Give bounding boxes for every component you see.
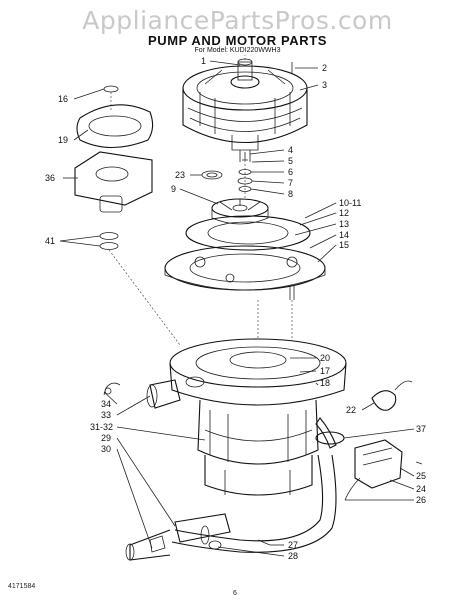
callout-16: 16 <box>58 94 68 104</box>
callout-13: 13 <box>339 219 349 229</box>
callout-18: 18 <box>320 378 330 388</box>
pump-housing <box>146 338 347 496</box>
callout-3: 3 <box>322 80 327 90</box>
callout-26: 26 <box>416 495 426 505</box>
callout-20: 20 <box>320 353 330 363</box>
callout-14: 14 <box>339 230 349 240</box>
callout-5: 5 <box>288 156 293 166</box>
callout-12: 12 <box>339 208 349 218</box>
diagram-title: PUMP AND MOTOR PARTS <box>147 33 328 48</box>
callout-29: 29 <box>101 433 111 443</box>
model-number: For Model: KUDI220WWH3 <box>194 47 281 54</box>
callout-numbers: 1 2 3 16 19 36 4 5 23 6 7 9 8 10-11 12 1… <box>45 56 426 561</box>
callout-6: 6 <box>288 167 293 177</box>
callout-25: 25 <box>416 471 426 481</box>
callout-37: 37 <box>416 424 426 434</box>
document-id: 4171584 <box>8 583 36 590</box>
callout-10-11: 10-11 <box>339 198 361 208</box>
page-number: 6 <box>233 590 237 597</box>
callout-15: 15 <box>339 240 349 250</box>
assembly-guide-lines <box>108 55 293 346</box>
impeller <box>211 198 269 225</box>
callout-34: 34 <box>101 399 111 409</box>
callout-33: 33 <box>101 410 111 420</box>
leader-lines <box>59 60 415 557</box>
callout-22: 22 <box>346 405 356 415</box>
callout-7: 7 <box>288 178 293 188</box>
pump-plates <box>164 215 326 300</box>
watermark: AppliancePartsPros.com <box>82 6 393 35</box>
callout-41: 41 <box>45 236 55 246</box>
hoses <box>125 454 337 561</box>
callout-8: 8 <box>288 189 293 199</box>
callout-17: 17 <box>320 366 330 376</box>
callout-4: 4 <box>288 145 293 155</box>
callout-19: 19 <box>58 135 68 145</box>
callout-36: 36 <box>45 173 55 183</box>
callout-30: 30 <box>101 444 111 454</box>
callout-31-32: 31-32 <box>90 422 113 432</box>
callout-9: 9 <box>171 184 176 194</box>
callout-27: 27 <box>288 540 298 550</box>
callout-24: 24 <box>416 484 426 494</box>
callout-23: 23 <box>175 170 185 180</box>
callout-2: 2 <box>322 63 327 73</box>
callout-28: 28 <box>288 551 298 561</box>
callout-1: 1 <box>201 56 206 66</box>
gasket-assembly-left <box>74 85 154 250</box>
side-components <box>103 380 423 501</box>
